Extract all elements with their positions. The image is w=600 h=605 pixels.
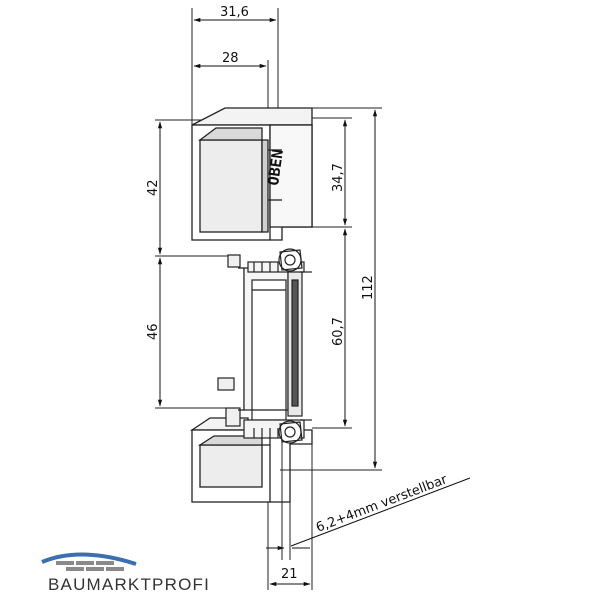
roof-icon [41,552,137,566]
dim-height-top: 42 [146,179,161,196]
dim-depth: 21 [281,567,298,582]
dim-height-total: 112 [361,275,376,300]
dim-height-right-top: 34,7 [331,163,346,192]
upper-frame [191,107,313,241]
oben-label: OBEN [264,148,287,186]
opener-body [217,248,312,444]
dim-width-inner: 28 [222,51,239,66]
dim-height-mid: 46 [146,323,161,340]
bricks-icon [56,561,124,571]
dim-height-right-mid: 60,7 [331,317,346,346]
dim-width-outer: 31,6 [220,5,249,20]
brand-name: BAUMARKTPROFI [48,575,211,594]
dimension-lines [157,17,471,587]
lower-frame [189,417,313,503]
brand-logo-icon [40,548,140,572]
dim-adjustable: 6,2+4mm verstellbar [314,472,450,536]
